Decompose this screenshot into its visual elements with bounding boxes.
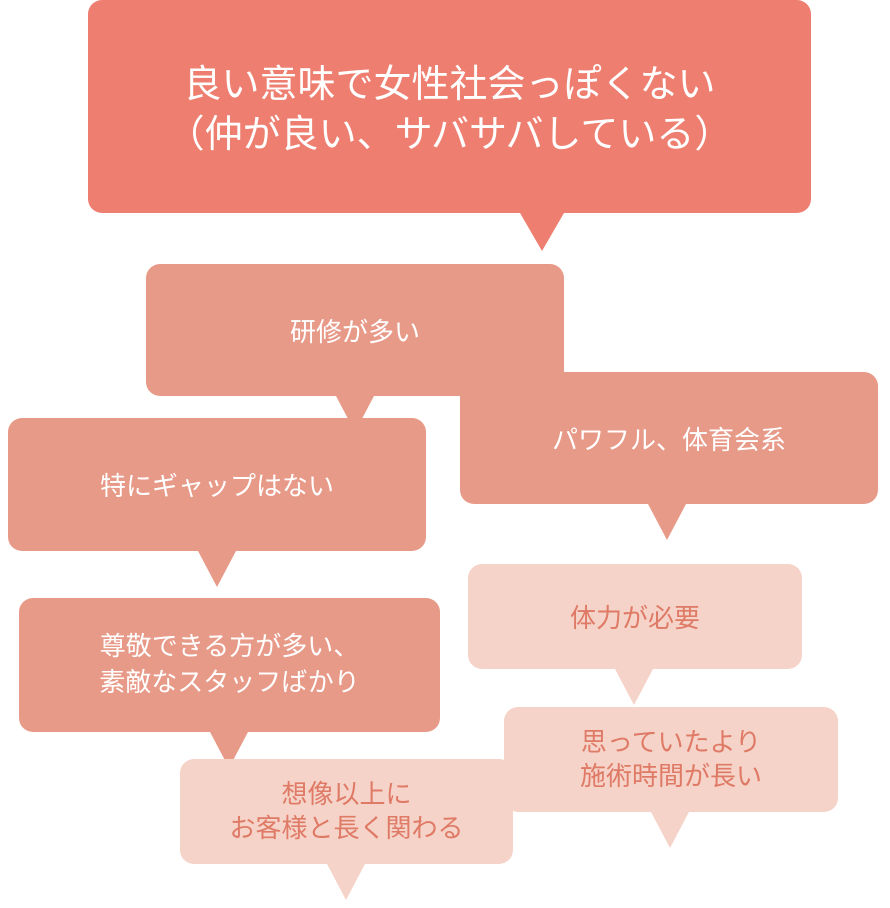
customers-bubble-line2: お客様と長く関わる [229,813,464,844]
customers-speech-bubble: 想像以上に お客様と長く関わる [180,759,513,900]
customers-bubble-line1: 想像以上に [281,779,412,810]
main-speech-bubble: 良い意味で女性社会っぽくない （仲が良い、サバサバしている） [88,0,811,251]
no-gap-speech-bubble: 特にギャップはない [8,418,426,587]
main-bubble-text: 良い意味で女性社会っぽくない （仲が良い、サバサバしている） [167,59,733,159]
bubble-tail [198,551,236,587]
respect-bubble-line2: 素敵なスタッフばかり [99,668,360,698]
stamina-speech-bubble: 体力が必要 [468,564,802,705]
bubble-tail [520,213,564,251]
respect-bubble-text: 尊敬できる方が多い、 素敵なスタッフばかり [99,629,360,701]
main-bubble-line1: 良い意味で女性社会っぽくない [183,61,716,106]
treatment-time-bubble-line2: 施術時間が長い [579,761,762,792]
respect-speech-bubble: 尊敬できる方が多い、 素敵なスタッフばかり [19,598,440,768]
bubble-tail [615,669,653,705]
bubble-tail [651,812,689,848]
treatment-time-bubble-line1: 思っていたより [580,727,762,758]
treatment-time-speech-bubble: 思っていたより 施術時間が長い [504,707,838,848]
treatment-time-bubble-text: 思っていたより 施術時間が長い [580,726,762,794]
training-bubble-text: 研修が多い [289,317,420,348]
bubble-tail [327,864,365,900]
no-gap-bubble-text: 特にギャップはない [99,472,334,502]
powerful-bubble-text: パワフル、体育会系 [551,425,786,456]
customers-bubble-text: 想像以上に お客様と長く関わる [229,778,463,846]
powerful-speech-bubble: パワフル、体育会系 [460,372,878,540]
stamina-bubble-text: 体力が必要 [569,604,700,634]
main-bubble-line2: （仲が良い、サバサバしている） [166,111,733,156]
bubble-tail [648,504,686,540]
training-speech-bubble: 研修が多い [146,264,564,432]
respect-bubble-line1: 尊敬できる方が多い、 [99,632,360,662]
